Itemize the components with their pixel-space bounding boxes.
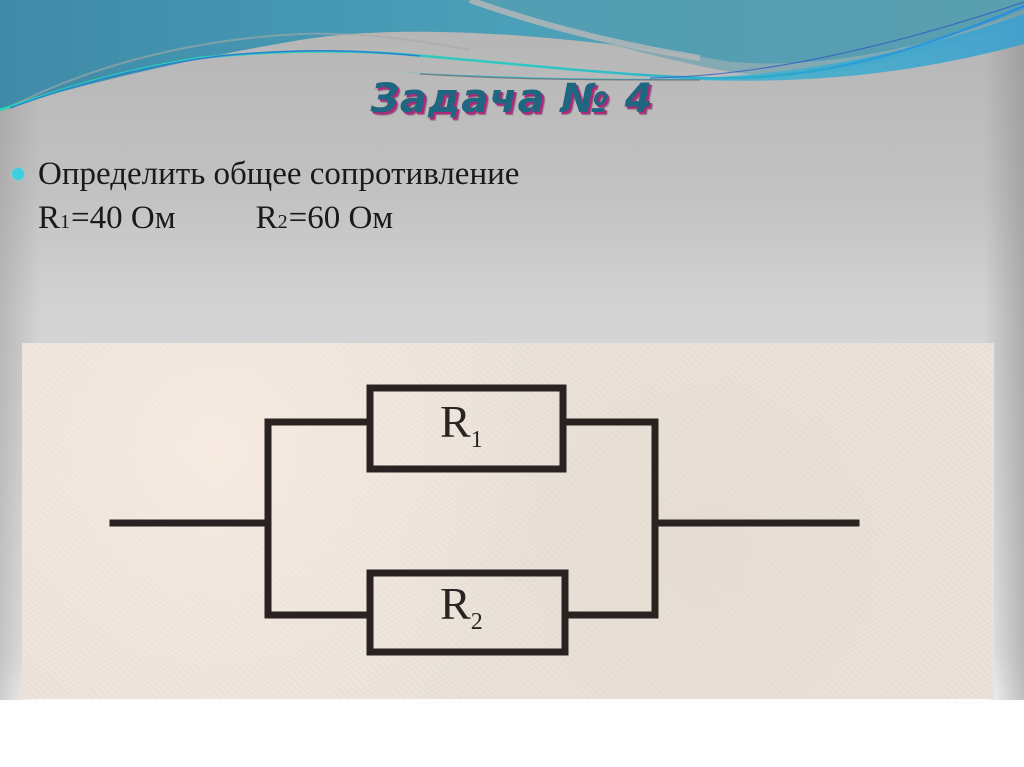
- value-r2-subscript: 2: [277, 211, 288, 233]
- parallel-circuit-schematic: [109, 384, 860, 656]
- circuit-diagram-image: R1 R2: [22, 343, 994, 699]
- value-r1-amount: =40 Ом: [71, 200, 176, 236]
- header-wave-decoration: [0, 0, 1024, 113]
- resistor-r1-label: R1: [440, 396, 483, 453]
- value-r2-amount: =60 Ом: [288, 200, 394, 236]
- bullet-dot-icon: [12, 168, 24, 180]
- task-bullet: Определить общее сопротивление: [12, 152, 519, 196]
- value-r1-symbol: R: [38, 200, 61, 236]
- resistor-r2-label: R2: [440, 578, 483, 635]
- task-statement: Определить общее сопротивление: [38, 156, 520, 192]
- value-r2-symbol: R: [255, 200, 278, 236]
- resistor-r1-box: [366, 384, 567, 473]
- value-r1-subscript: 1: [60, 211, 71, 233]
- slide-title: Задача № 4: [370, 76, 654, 122]
